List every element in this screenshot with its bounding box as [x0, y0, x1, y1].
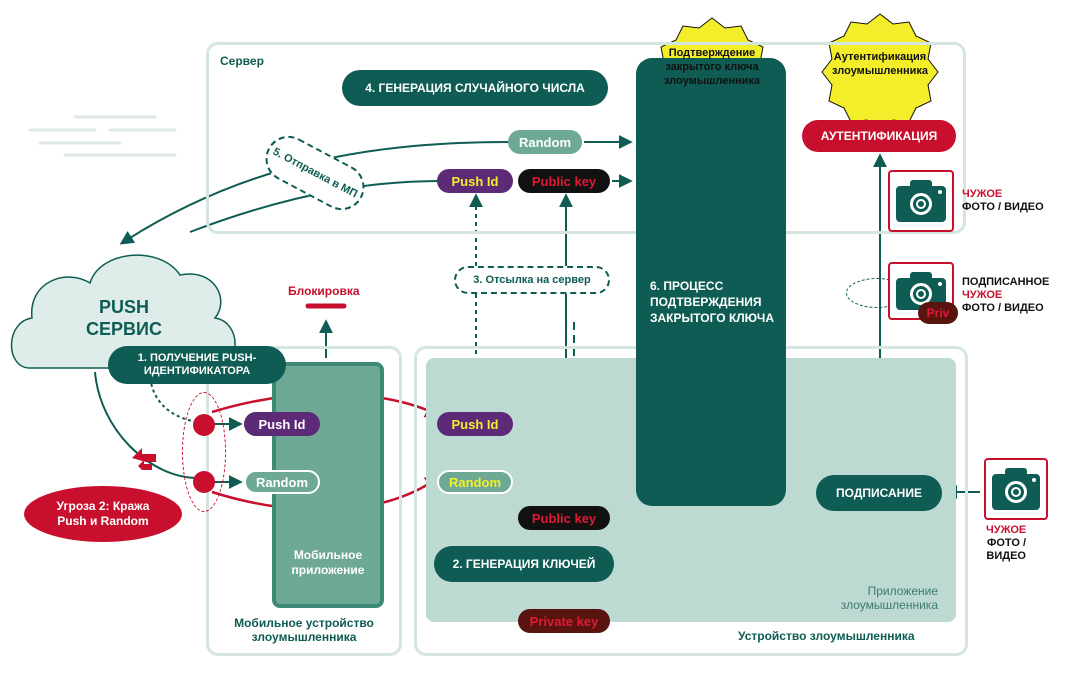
threat-badge: Угроза 2: Кража Push и Random	[24, 486, 182, 542]
token-push-id-mobile: Push Id	[244, 412, 320, 436]
server-frame	[206, 42, 966, 234]
step4-banner: 4. ГЕНЕРАЦИЯ СЛУЧАЙНОГО ЧИСЛА	[342, 70, 608, 106]
token-private-key: Private key	[518, 609, 610, 633]
blocking-label: Блокировка	[288, 284, 360, 298]
split-ellipse	[182, 392, 226, 512]
caption-photo-1: ФОТО / ВИДЕО	[962, 201, 1044, 213]
badge-confirm: Подтверждение закрытого ключа злоумышлен…	[663, 47, 761, 87]
token-random-attacker: Random	[437, 470, 513, 494]
token-random-mobile: Random	[244, 470, 320, 494]
camera-icon-3	[984, 458, 1048, 520]
camera-icon-1	[888, 170, 954, 232]
attacker-device-label: Устройство злоумышленника	[738, 629, 915, 643]
server-label: Сервер	[220, 54, 264, 68]
push-service-label: PUSH СЕРВИС	[86, 297, 162, 339]
token-public-key-attacker: Public key	[518, 506, 610, 530]
speed-lines	[28, 115, 177, 157]
caption-alien-3-word: ЧУЖОЕ	[986, 524, 1027, 536]
caption-alien-2-word: ЧУЖОЕ	[962, 289, 1003, 301]
authentication-banner: АУТЕНТИФИКАЦИЯ	[802, 120, 956, 152]
caption-photo-3: ФОТО / ВИДЕО	[986, 537, 1026, 562]
step6-label: 6. ПРОЦЕСС ПОДТВЕРЖДЕНИЯ ЗАКРЫТОГО КЛЮЧА	[650, 279, 774, 325]
split-dot-top	[193, 414, 215, 436]
arrow-cloud-solid	[94, 371, 199, 479]
cloud-shape	[10, 254, 236, 369]
token-priv: Priv	[918, 302, 958, 324]
token-push-id-server: Push Id	[437, 169, 513, 193]
step2-banner: 2. ГЕНЕРАЦИЯ КЛЮЧЕЙ	[434, 546, 614, 582]
process-block	[636, 58, 786, 506]
step3-pill: 3. Отсылка на сервер	[454, 266, 610, 294]
token-public-key-server: Public key	[518, 169, 610, 193]
caption-signed-word: ПОДПИСАННОЕ	[962, 276, 1050, 288]
step1-banner: 1. ПОЛУЧЕНИЕ PUSH-ИДЕНТИФИКАТОРА	[108, 346, 286, 384]
split-dot-bottom	[193, 471, 215, 493]
caption-alien-1-word: ЧУЖОЕ	[962, 188, 1003, 200]
attacker-app-label: Приложение злоумышленника	[840, 584, 938, 612]
token-random-server: Random	[508, 130, 582, 154]
token-push-id-attacker: Push Id	[437, 412, 513, 436]
mobile-device-label: Мобильное устройство злоумышленника	[234, 616, 374, 644]
threat-icon	[128, 440, 160, 472]
signing-banner: ПОДПИСАНИЕ	[816, 475, 942, 511]
caption-photo-2: ФОТО / ВИДЕО	[962, 302, 1044, 314]
badge-auth: Аутентификация злоумышленника	[831, 51, 929, 77]
mobile-app-label: Мобильное приложение	[291, 548, 365, 577]
